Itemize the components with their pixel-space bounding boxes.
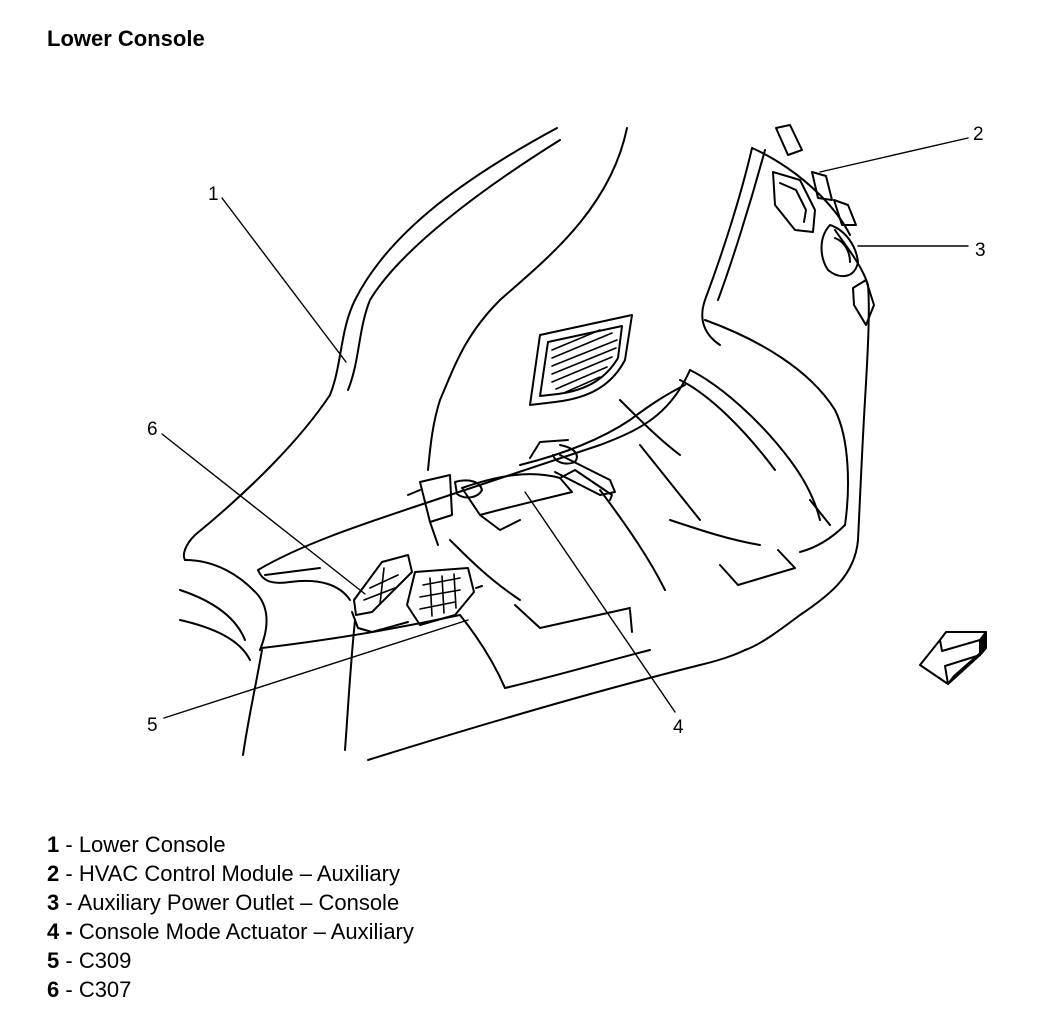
leader-line-5	[163, 619, 469, 719]
page-title: Lower Console	[47, 26, 205, 51]
legend-number: 1	[47, 832, 60, 857]
vent-grille	[529, 314, 633, 406]
callout-6: 6	[147, 419, 158, 440]
callout-1: 1	[208, 184, 219, 205]
legend-item-6: 6 - C307	[47, 975, 414, 1004]
legend-item-2: 2 - HVAC Control Module – Auxiliary	[47, 859, 414, 888]
leader-lines	[161, 137, 969, 719]
legend-item-4: 4 - Console Mode Actuator – Auxiliary	[47, 917, 414, 946]
legend-number: 5	[47, 948, 60, 973]
legend-text: Auxiliary Power Outlet – Console	[77, 890, 400, 915]
legend-item-1: 1 - Lower Console	[47, 830, 414, 859]
leader-line-2	[819, 137, 969, 173]
legend-text: HVAC Control Module – Auxiliary	[78, 861, 400, 886]
mode-actuator	[407, 439, 616, 546]
legend-separator: -	[59, 832, 79, 857]
legend-separator: -	[59, 977, 79, 1002]
callout-5: 5	[147, 715, 158, 736]
legend-separator: -	[59, 890, 78, 915]
legend-separator: -	[59, 861, 79, 886]
component-legend: 1 - Lower Console 2 - HVAC Control Modul…	[47, 830, 414, 1004]
electrical-connectors	[351, 554, 483, 633]
legend-item-5: 5 - C309	[47, 946, 414, 975]
legend-item-3: 3 - Auxiliary Power Outlet – Console	[47, 888, 414, 917]
callout-2: 2	[973, 124, 984, 145]
rear-panel-components	[772, 124, 875, 326]
lower-console-illustration: 1 2 3 4 5 6	[147, 124, 987, 761]
console-tray	[257, 369, 831, 689]
legend-text: C307	[78, 977, 132, 1002]
callout-3: 3	[975, 240, 986, 261]
legend-text: C309	[78, 948, 132, 973]
legend-number: 3	[47, 890, 60, 915]
callout-4: 4	[673, 717, 684, 738]
legend-separator: -	[59, 948, 79, 973]
leader-line-4	[524, 491, 676, 713]
legend-text: Lower Console	[78, 832, 226, 857]
legend-number: 4	[47, 919, 60, 944]
legend-text: Console Mode Actuator – Auxiliary	[78, 919, 414, 944]
leader-line-6	[161, 433, 366, 595]
legend-number: 6	[47, 977, 60, 1002]
console-body	[179, 127, 870, 761]
direction-arrow-icon	[919, 631, 987, 685]
leader-line-1	[221, 197, 347, 363]
legend-separator: -	[59, 919, 79, 944]
legend-number: 2	[47, 861, 60, 886]
